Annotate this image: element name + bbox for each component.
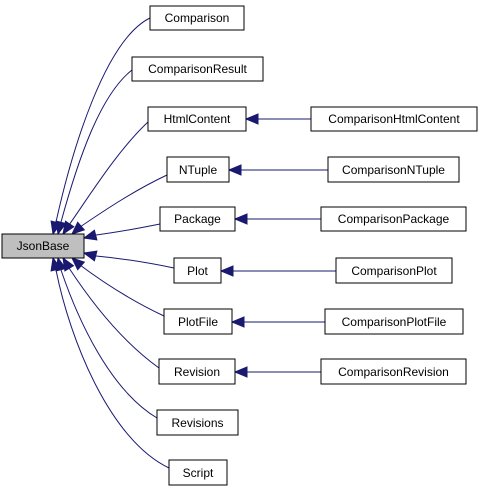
node-comparisonntuple[interactable]: ComparisonNTuple bbox=[327, 156, 460, 183]
node-revision-label: Revision bbox=[174, 365, 220, 379]
node-comparisonhtmlcontent[interactable]: ComparisonHtmlContent bbox=[310, 106, 478, 132]
node-comparisonplot-label: ComparisonPlot bbox=[351, 264, 437, 278]
arrowhead-icon bbox=[244, 113, 259, 125]
node-plot[interactable]: Plot bbox=[173, 257, 222, 284]
node-revisions-label: Revisions bbox=[171, 416, 223, 430]
node-comparisonplot[interactable]: ComparisonPlot bbox=[335, 257, 453, 284]
arrowhead-icon bbox=[227, 164, 242, 176]
node-comparisonpackage-box bbox=[320, 206, 467, 232]
node-comparisonrevision[interactable]: ComparisonRevision bbox=[320, 358, 467, 385]
arrowhead-icon bbox=[219, 265, 234, 277]
arrowhead-icon bbox=[71, 257, 86, 271]
node-comparisonresult[interactable]: ComparisonResult bbox=[131, 56, 264, 82]
node-ntuple[interactable]: NTuple bbox=[166, 156, 230, 183]
nodes-layer: JsonBase Comparison ComparisonResult Htm… bbox=[1, 5, 478, 486]
edge-plotfile-to-jsonbase bbox=[79, 264, 165, 317]
node-comparisonhtmlcontent-label: ComparisonHtmlContent bbox=[328, 112, 460, 126]
arrowhead-icon bbox=[82, 229, 98, 241]
node-comparisonntuple-box bbox=[327, 156, 460, 183]
node-plotfile-box bbox=[163, 308, 233, 335]
node-plotfile-label: PlotFile bbox=[178, 315, 218, 329]
node-comparisonplotfile-box bbox=[324, 308, 464, 335]
edge-package-to-jsonbase bbox=[95, 223, 161, 236]
node-comparisonplot-box bbox=[335, 257, 453, 284]
arrowhead-icon bbox=[62, 220, 75, 236]
node-htmlcontent[interactable]: HtmlContent bbox=[147, 106, 247, 132]
node-package-box bbox=[159, 206, 236, 232]
node-package-label: Package bbox=[174, 212, 221, 226]
node-htmlcontent-label: HtmlContent bbox=[164, 112, 231, 126]
arrowhead-icon bbox=[230, 316, 245, 328]
arrowhead-icon bbox=[50, 256, 62, 272]
node-comparison-box bbox=[149, 5, 245, 31]
arrowhead-icon bbox=[233, 366, 248, 378]
node-comparisonplotfile[interactable]: ComparisonPlotFile bbox=[324, 308, 464, 335]
node-plot-label: Plot bbox=[187, 264, 208, 278]
node-ntuple-label: NTuple bbox=[179, 163, 218, 177]
arrowhead-icon bbox=[55, 220, 67, 236]
arrowhead-icon bbox=[82, 250, 98, 262]
edge-comparison-to-jsonbase bbox=[55, 17, 151, 223]
edge-ntuple-to-jsonbase bbox=[79, 174, 168, 228]
node-revision-box bbox=[158, 358, 236, 385]
node-comparisonpackage[interactable]: ComparisonPackage bbox=[320, 206, 467, 232]
node-comparison[interactable]: Comparison bbox=[149, 5, 245, 31]
arrowhead-icon bbox=[233, 213, 248, 225]
node-plot-box bbox=[173, 257, 222, 284]
node-ntuple-box bbox=[166, 156, 230, 183]
edge-revisions-to-jsonbase bbox=[60, 269, 158, 419]
node-jsonbase[interactable]: JsonBase bbox=[1, 233, 85, 259]
node-comparisonpackage-label: ComparisonPackage bbox=[338, 212, 450, 226]
edges-layer bbox=[50, 17, 336, 469]
edge-htmlcontent-to-jsonbase bbox=[68, 121, 149, 226]
edge-script-to-jsonbase bbox=[55, 269, 170, 469]
node-revisions[interactable]: Revisions bbox=[156, 409, 239, 436]
edge-plot-to-jsonbase bbox=[95, 255, 175, 269]
node-revisions-box bbox=[156, 409, 239, 436]
node-htmlcontent-box bbox=[147, 106, 247, 132]
node-comparisonresult-label: ComparisonResult bbox=[148, 62, 247, 76]
node-script-label: Script bbox=[183, 466, 214, 480]
arrowhead-icon bbox=[71, 221, 86, 235]
node-revision[interactable]: Revision bbox=[158, 358, 236, 385]
node-comparison-label: Comparison bbox=[165, 11, 230, 25]
node-jsonbase-box bbox=[1, 233, 85, 259]
node-comparisonplotfile-label: ComparisonPlotFile bbox=[342, 315, 447, 329]
node-script-box bbox=[168, 459, 228, 486]
node-comparisonresult-box bbox=[131, 56, 264, 82]
node-jsonbase-label: JsonBase bbox=[17, 239, 70, 253]
node-script[interactable]: Script bbox=[168, 459, 228, 486]
node-comparisonrevision-box bbox=[320, 358, 467, 385]
node-package[interactable]: Package bbox=[159, 206, 236, 232]
edge-comparisonresult-to-jsonbase bbox=[60, 69, 133, 223]
node-comparisonntuple-label: ComparisonNTuple bbox=[342, 163, 445, 177]
node-comparisonhtmlcontent-box bbox=[310, 106, 478, 132]
node-plotfile[interactable]: PlotFile bbox=[163, 308, 233, 335]
node-comparisonrevision-label: ComparisonRevision bbox=[338, 365, 449, 379]
edge-revision-to-jsonbase bbox=[68, 267, 160, 369]
